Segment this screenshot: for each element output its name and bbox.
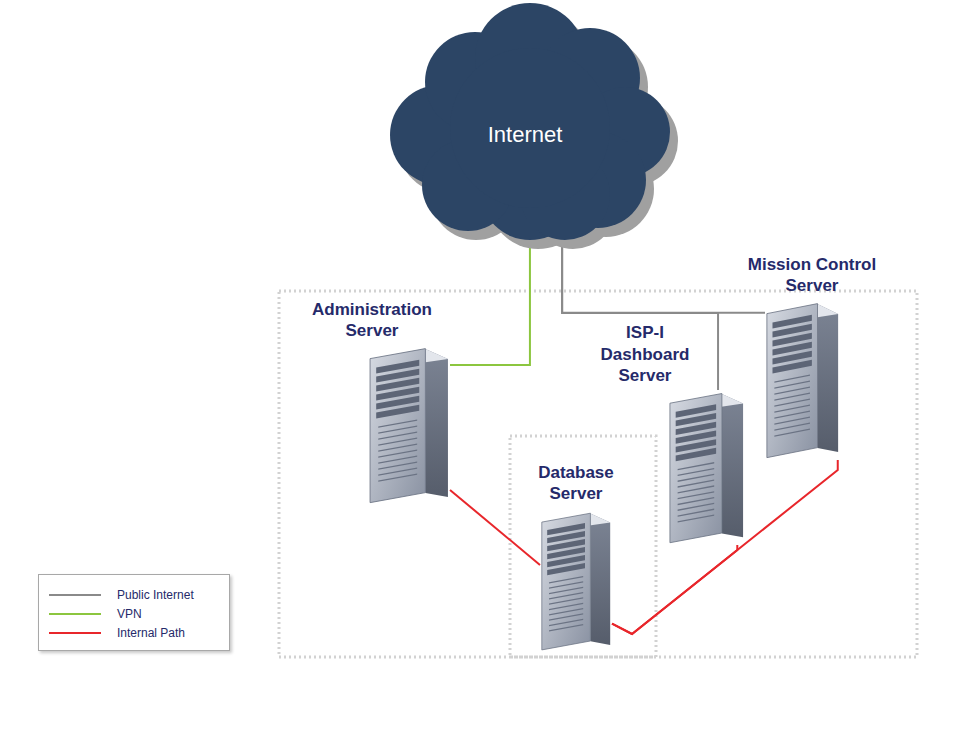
server-icon	[668, 390, 745, 545]
network-link	[612, 545, 737, 634]
server-node: Database Server	[540, 510, 612, 652]
server-icon	[368, 345, 450, 505]
server-node: ISP-I Dashboard Server	[668, 390, 745, 545]
legend-row: Public Internet	[39, 585, 229, 604]
server-icon	[765, 300, 840, 460]
network-link	[562, 240, 765, 313]
legend-line-sample	[49, 590, 111, 600]
server-node: Mission Control Server	[765, 300, 840, 460]
server-label: Administration Server	[297, 299, 447, 342]
legend-box: Public InternetVPN Internal Path	[38, 574, 230, 651]
cloud-shape	[380, 0, 670, 240]
server-zone	[279, 291, 917, 657]
legend-text: Public Internet	[117, 588, 194, 602]
database-zone	[510, 436, 656, 657]
server-node: Administration Server	[368, 345, 450, 505]
cloud-label: Internet	[488, 122, 563, 148]
network-link	[450, 240, 530, 365]
legend-text: VPN	[117, 607, 142, 621]
legend-line-sample	[49, 609, 111, 619]
server-label: ISP-I Dashboard Server	[593, 322, 698, 386]
server-label: Database Server	[526, 462, 626, 505]
legend-row: VPN	[39, 604, 229, 623]
server-label: Mission Control Server	[737, 254, 887, 297]
network-link	[562, 240, 718, 390]
legend-row: Internal Path	[39, 623, 229, 642]
legend-line-sample	[49, 628, 111, 638]
server-icon	[540, 510, 612, 652]
network-link	[450, 490, 540, 565]
internet-cloud: Internet	[380, 0, 670, 240]
legend-text: Internal Path	[117, 626, 185, 640]
